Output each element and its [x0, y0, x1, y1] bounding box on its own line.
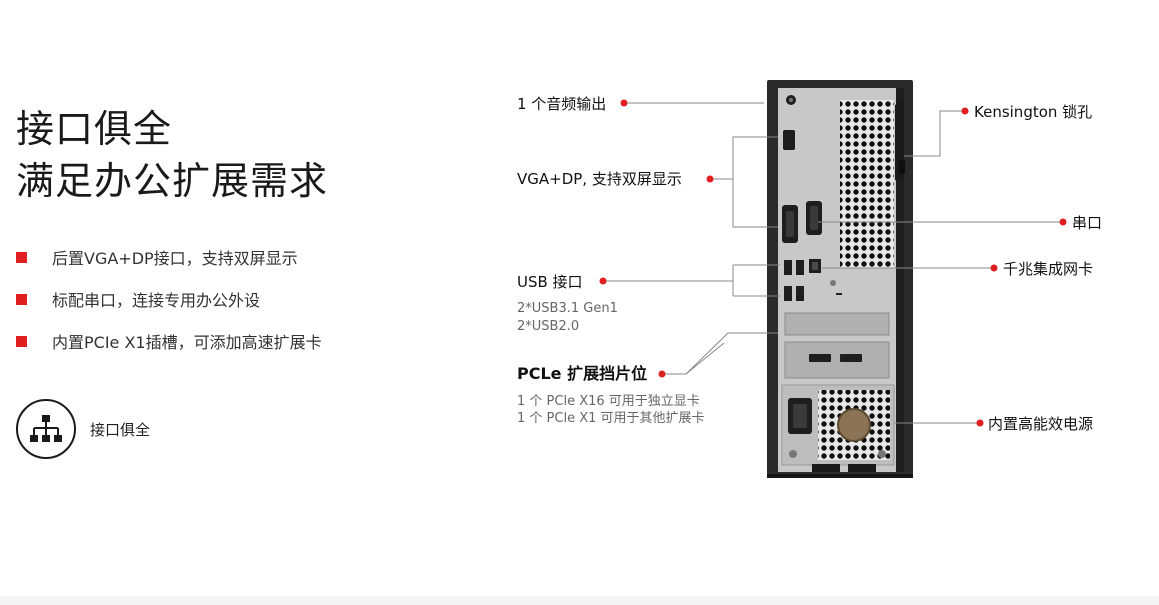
feature-item-vga-dp: 后置VGA+DP接口，支持双屏显示	[16, 247, 298, 268]
callout-dot	[706, 175, 714, 183]
ports-diagram: 1 个音频输出 VGA+DP, 支持双屏显示 USB 接口 2*USB3.1 G…	[500, 60, 1159, 500]
feature-item-pcie: 内置PCIe X1插槽，可添加高速扩展卡	[16, 331, 322, 352]
label-pcie: PCLe 扩展挡片位	[517, 364, 648, 383]
feature-text: 后置VGA+DP接口，支持双屏显示	[52, 249, 298, 268]
callout-dot	[1059, 218, 1067, 226]
callout-dot	[961, 107, 969, 115]
callout-dot	[658, 370, 666, 378]
label-pcie-detail1: 1 个 PCle X16 可用于独立显卡	[517, 394, 700, 409]
usb-port	[796, 286, 804, 301]
vent-grille	[840, 100, 894, 268]
label-vga-dp: VGA+DP, 支持双屏显示	[517, 170, 682, 188]
red-square-bullet-icon	[16, 335, 27, 347]
usb-port	[784, 286, 792, 301]
callout-dot	[599, 277, 607, 285]
pcie-slot-cover	[784, 312, 890, 336]
callout-dot	[976, 419, 984, 427]
red-square-bullet-icon	[16, 251, 27, 263]
hero-title-line1: 接口俱全	[16, 107, 173, 151]
callout-dot	[620, 99, 628, 107]
kensington-slot	[899, 160, 905, 174]
feature-text: 标配串口，连接专用办公外设	[52, 291, 261, 310]
footer-band	[0, 596, 1159, 605]
usb-port	[784, 260, 792, 275]
label-audio-out: 1 个音频输出	[517, 95, 607, 113]
usb-port	[796, 260, 804, 275]
label-lan: 千兆集成网卡	[1003, 260, 1094, 278]
label-serial: 串口	[1072, 214, 1103, 232]
pcie-slot-cover	[784, 341, 890, 379]
callout-dot	[990, 264, 998, 272]
badge-label: 接口俱全	[90, 421, 151, 439]
label-kensington: Kensington 锁孔	[974, 103, 1093, 121]
callout-dots	[599, 99, 1067, 427]
red-square-bullet-icon	[16, 293, 27, 305]
label-usb-detail1: 2*USB3.1 Gen1	[517, 301, 618, 316]
label-pcie-detail2: 1 个 PCle X1 可用于其他扩展卡	[517, 411, 705, 426]
feature-item-serial: 标配串口，连接专用办公外设	[16, 289, 261, 310]
feature-text: 内置PCIe X1插槽，可添加高速扩展卡	[52, 333, 322, 352]
label-usb-detail2: 2*USB2.0	[517, 319, 580, 334]
label-usb: USB 接口	[517, 273, 583, 291]
network-hierarchy-icon	[16, 399, 76, 459]
hero-title-line2: 满足办公扩展需求	[16, 159, 329, 203]
pc-rear-illustration	[603, 80, 1063, 478]
label-psu: 内置高能效电源	[988, 415, 1094, 433]
dp-port	[783, 130, 795, 150]
